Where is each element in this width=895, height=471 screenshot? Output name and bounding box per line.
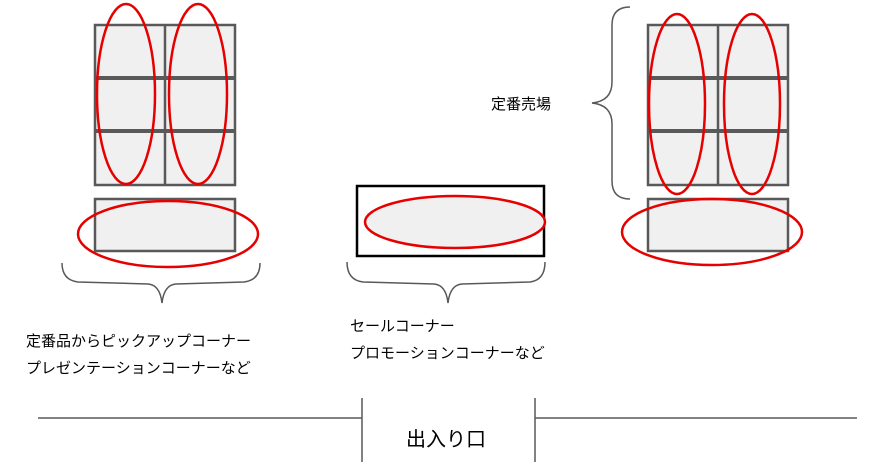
right-highlight-oval-2	[722, 12, 782, 196]
left-highlight-oval-2	[167, 2, 229, 186]
right-highlight-oval-1	[647, 12, 707, 196]
left-caption-line-1: 定番品からピックアップコーナー	[26, 333, 251, 350]
right-endcap	[646, 197, 790, 253]
left-caption-line-2: プレゼンテーションコーナーなど	[26, 360, 251, 377]
center-sale-table	[355, 184, 547, 258]
right-shelf-unit	[620, 12, 804, 267]
left-shelf-unit	[76, 2, 260, 269]
standard-area-label: 定番売場	[491, 96, 551, 113]
center-caption-line-2: プロモーションコーナーなど	[350, 345, 545, 362]
sale-table-highlight-oval	[363, 194, 547, 250]
center-caption-line-1: セールコーナー	[350, 318, 455, 335]
center-caption-brace	[346, 261, 546, 304]
right-endcap-highlight-oval	[620, 197, 804, 267]
standard-area-brace	[591, 6, 631, 200]
left-caption-brace	[61, 262, 261, 304]
left-endcap	[93, 197, 237, 253]
entrance-label: 出入り口	[406, 428, 486, 451]
left-endcap-highlight-oval	[76, 199, 260, 269]
entrance-wall	[38, 398, 857, 462]
left-highlight-oval-1	[95, 2, 157, 186]
